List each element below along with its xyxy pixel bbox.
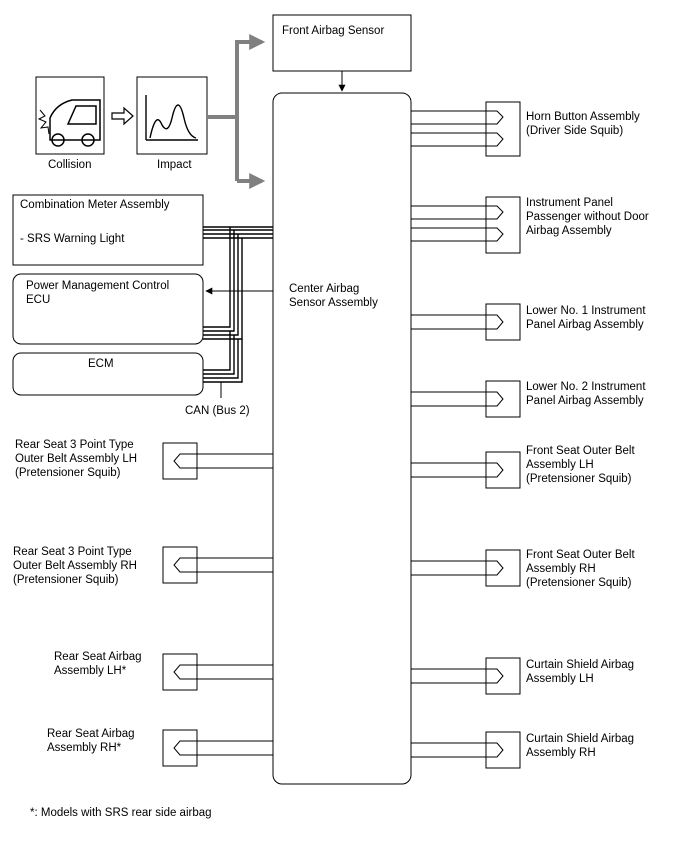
left-squib-connectors: [162, 442, 273, 767]
right-squib-label-1: Horn Button Assembly (Driver Side Squib): [526, 111, 640, 137]
right-squib-label-5: Front Seat Outer Belt Assembly LH (Prete…: [526, 445, 635, 485]
impact-graph-icon: [145, 95, 198, 141]
right-squib-label-2: Instrument Panel Passenger without Door …: [526, 197, 649, 237]
sensor-input-arrows: [207, 34, 266, 189]
right-squib-label-4: Lower No. 2 Instrument Panel Airbag Asse…: [526, 381, 646, 407]
front-airbag-sensor-label: Front Airbag Sensor: [282, 25, 385, 37]
left-squib-label-1: Rear Seat 3 Point Type Outer Belt Assemb…: [15, 439, 138, 479]
collision-box: [35, 76, 105, 155]
right-squib-label-7: Curtain Shield Airbag Assembly LH: [526, 659, 635, 685]
can-bus-lines: [203, 226, 273, 383]
can-bus-label: CAN (Bus 2): [185, 405, 250, 417]
collision-to-impact-arrow: [111, 106, 134, 126]
right-squib-connectors: [411, 101, 521, 769]
left-squib-label-4: Rear Seat Airbag Assembly RH*: [47, 728, 135, 754]
center-airbag-sensor-box: [272, 92, 412, 785]
right-squib-label-8: Curtain Shield Airbag Assembly RH: [526, 733, 635, 759]
srs-warning-light-label: - SRS Warning Light: [20, 233, 125, 245]
car-crash-icon: [37, 99, 101, 147]
right-squib-label-3: Lower No. 1 Instrument Panel Airbag Asse…: [526, 305, 646, 331]
collision-label: Collision: [48, 159, 92, 171]
ecm-box: [12, 352, 204, 396]
right-squib-label-6: Front Seat Outer Belt Assembly RH (Prete…: [526, 549, 635, 589]
impact-label: Impact: [157, 159, 192, 171]
front-airbag-sensor-box: [272, 14, 412, 72]
center-airbag-sensor-label: Center Airbag Sensor Assembly: [289, 283, 378, 309]
combination-meter-box: [12, 194, 204, 266]
power-mgmt-box: [12, 273, 204, 345]
combination-meter-label: Combination Meter Assembly: [20, 199, 170, 211]
ecm-label: ECM: [88, 358, 114, 370]
left-squib-label-3: Rear Seat Airbag Assembly LH*: [54, 651, 142, 677]
power-mgmt-label: Power Management Control ECU: [26, 280, 170, 306]
footnote: *: Models with SRS rear side airbag: [30, 807, 212, 819]
left-squib-label-2: Rear Seat 3 Point Type Outer Belt Assemb…: [13, 546, 137, 586]
